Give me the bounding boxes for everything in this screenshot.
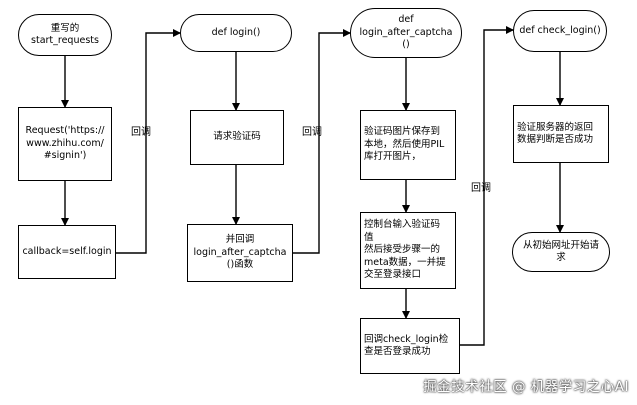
node-def-login-after-captcha: def login_after_captcha (): [350, 8, 462, 58]
node-start-from-url: 从初始网址开始请 求: [512, 232, 610, 272]
arrow-check-callback-to-check-login: [460, 26, 514, 346]
node-start-requests: 重写的 start_requests: [18, 14, 112, 56]
node-callback-after-captcha: 并回调 login_after_captcha ()函数: [187, 224, 293, 282]
node-callback-check-login: 回调check_login检 查是否登录成功: [360, 318, 460, 374]
arrow-callback-to-login: [116, 29, 181, 254]
watermark: 掘金技术社区 @ 机器学习之心AI: [423, 379, 629, 395]
edge-label-callback-1: 回调: [131, 127, 151, 138]
edge-label-callback-2: 回调: [302, 127, 322, 138]
node-request-captcha: 请求验证码: [190, 110, 284, 165]
node-callback-login: callback=self.login: [18, 225, 116, 279]
node-input-captcha: 控制台输入验证码 值 然后接受步骤一的 meta数据，一并提 交至登录接口: [360, 212, 456, 289]
node-def-check-login: def check_login(): [513, 10, 607, 52]
node-save-captcha: 验证码图片保存到 本地，然后使用PIL 库打开图片，: [360, 110, 456, 180]
node-verify-response: 验证服务器的返回 数据判断是否成功: [513, 105, 609, 163]
node-request-signin: Request('https:// www.zhihu.com/ #signin…: [18, 107, 112, 181]
node-def-login: def login(): [180, 14, 292, 52]
arrow-callback-to-after-captcha: [293, 29, 351, 254]
edge-label-callback-3: 回调: [471, 183, 491, 194]
